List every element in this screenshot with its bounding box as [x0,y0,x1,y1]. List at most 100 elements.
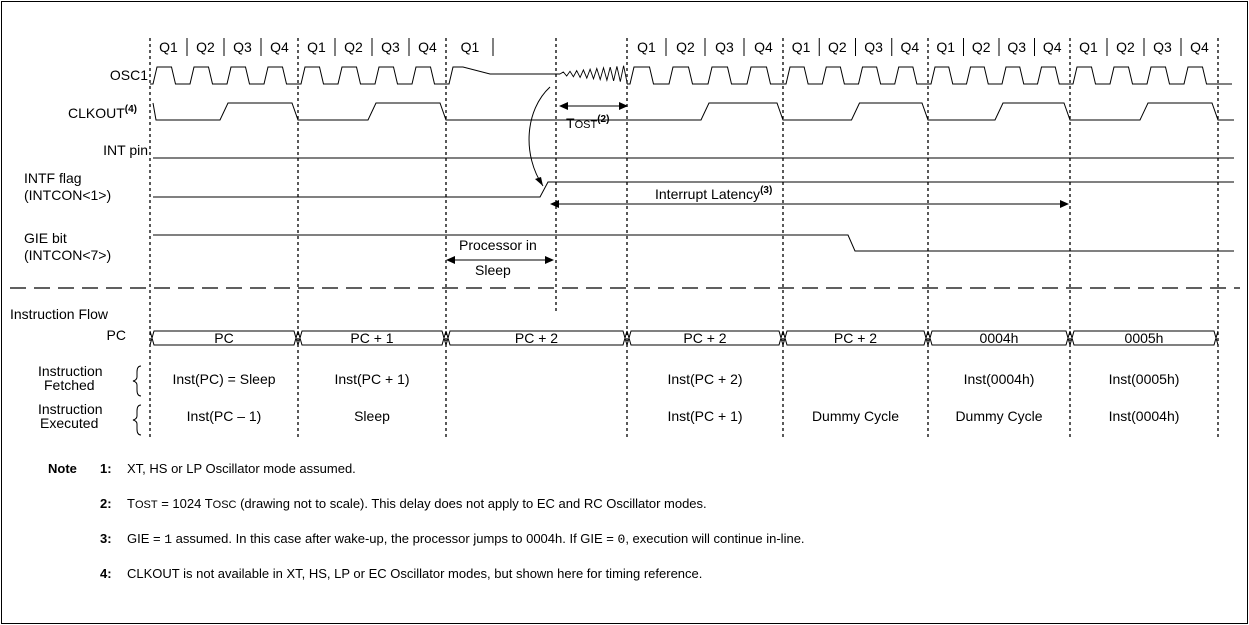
q-label: Q1 [637,39,656,55]
executed-row-label-1: Instruction [38,401,103,417]
note-4-number: 4: [100,566,112,581]
fetched-instruction: Inst(0004h) [964,371,1035,387]
note-1-text: XT, HS or LP Oscillator mode assumed. [127,461,356,476]
q-label: Q4 [270,39,289,55]
q-label: Q1 [307,39,326,55]
intf-register-label: (INTCON<1>) [24,187,111,203]
executed-instruction: Sleep [354,408,390,424]
note-2-number: 2: [100,496,112,511]
wake-cause-arrow [528,86,551,187]
fetched-brace [132,365,142,397]
q-label: Q3 [1007,39,1026,55]
clkout-footnote-ref: (4) [125,104,137,115]
q-label: Q2 [196,39,215,55]
sleep-label-1: Processor in [459,237,537,253]
note-1-number: 1: [100,461,112,476]
executed-brace [132,404,142,436]
q-label: Q4 [1043,39,1062,55]
note-3-c: assumed. In this case after wake-up, the… [172,531,617,546]
q-label: Q4 [754,39,773,55]
tost-sub: OST [575,119,598,131]
tost-footnote-ref: (2) [597,114,609,125]
executed-instruction: Inst(PC – 1) [187,408,262,424]
pc-value: 0004h [980,330,1019,346]
note-3-a: GIE = [127,531,164,546]
note-2-b: OST [135,499,158,511]
note-2-d: OSC [213,499,237,511]
sleep-arrow-right [545,256,554,264]
note-2-e: (drawing not to scale). This delay does … [236,496,706,511]
cycle-boundaries [149,38,1219,440]
executed-instructions: Inst(PC – 1) Sleep Inst(PC + 1) Dummy Cycle… [187,408,1180,424]
q-label: Q3 [381,39,400,55]
q-label: Q1 [159,39,178,55]
q-label: Q3 [1153,39,1172,55]
executed-instruction: Inst(PC + 1) [667,408,742,424]
pc-value: PC + 1 [350,330,393,346]
osc1-waveform [150,66,1232,85]
latency-text: Interrupt Latency [655,186,760,202]
wake-cause-arrowhead [535,177,543,186]
fetched-instruction: Inst(PC) = Sleep [172,371,275,387]
q-label: Q4 [1190,39,1209,55]
q-label: Q2 [972,39,991,55]
pc-value: PC + 2 [515,330,558,346]
note-3-number: 3: [100,531,112,546]
tost-label: TOST(2) [566,114,609,131]
pc-value: 0005h [1125,330,1164,346]
executed-row-label-2: Executed [40,415,98,431]
pc-row-label: PC [107,327,126,343]
note-heading: Note [48,461,77,476]
clkout-label-text: CLKOUT [68,105,125,121]
tost-t: T [566,115,575,131]
executed-instruction: Inst(0004h) [1109,408,1180,424]
note-3-b: 1 [164,532,172,547]
note-3-e: , execution will continue in-line. [625,531,804,546]
fetched-instruction: Inst(0005h) [1109,371,1180,387]
gie-register-label: (INTCON<7>) [24,247,111,263]
tost-arrow-left [559,102,568,110]
osc1-label: OSC1 [110,67,148,83]
fetched-instruction: Inst(PC + 2) [667,371,742,387]
q-label: Q2 [1116,39,1135,55]
q-label: Q2 [344,39,363,55]
gie-bit-waveform [153,234,1234,252]
sleep-label-2: Sleep [475,262,511,278]
notes: Note 1: XT, HS or LP Oscillator mode ass… [48,461,805,581]
q-label: Q3 [864,39,883,55]
instruction-flow-label: Instruction Flow [10,306,109,322]
note-4-text: CLKOUT is not available in XT, HS, LP or… [127,566,702,581]
int-pin-label: INT pin [103,142,148,158]
pc-bus [149,330,1219,346]
note-2-text: TOST = 1024 TOSC (drawing not to scale).… [127,496,707,511]
intf-flag-waveform [153,181,1234,198]
q-label: Q4 [418,39,437,55]
q-label: Q1 [792,39,811,55]
q-label: Q1 [936,39,955,55]
osc1-startup-oscillation [559,65,628,84]
latency-footnote-ref: (3) [760,185,772,196]
gie-bit-label: GIE bit [24,230,67,246]
pc-value: PC + 2 [683,330,726,346]
q-label: Q2 [828,39,847,55]
executed-instruction: Dummy Cycle [812,408,899,424]
sleep-arrow-left [446,256,455,264]
q-label: Q1 [461,39,480,55]
q-phase-labels: Q1 Q2 Q3 Q4 Q1 Q2 Q3 Q4 Q1 Q2 Q3 Q4 Q1 Q2 Q3 Q4 Q1 Q2 Q3 Q4… [159,38,1209,56]
pc-value: PC + 2 [834,330,877,346]
clkout-waveform [152,102,1234,121]
q-label: Q2 [676,39,695,55]
fetched-row-label-2: Fetched [44,377,95,393]
executed-instruction: Dummy Cycle [955,408,1042,424]
latency-arrow-left [550,200,559,208]
latency-arrow-right [1060,200,1069,208]
latency-label: Interrupt Latency(3) [655,185,772,202]
q-label: Q1 [1079,39,1098,55]
q-label: Q3 [715,39,734,55]
tost-arrow-right [619,102,628,110]
